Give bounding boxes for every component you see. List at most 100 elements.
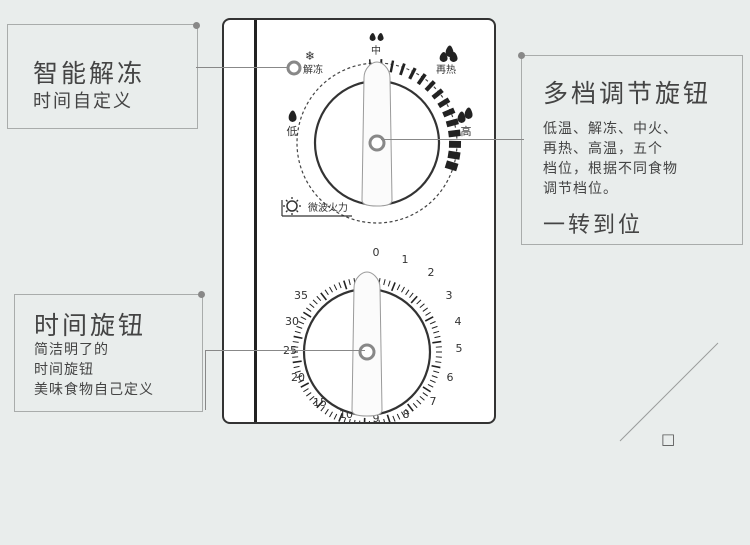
timer-tick-label: 35 xyxy=(294,289,308,302)
leader-line xyxy=(205,350,365,351)
power-knob-callout-footer: 一转到位 xyxy=(543,213,644,238)
panel-drawing: ❄ 解冻 中 再热 低 高 xyxy=(281,33,473,424)
timer-tick xyxy=(329,411,333,418)
timer-tick xyxy=(412,402,418,409)
timer-tick-label: 30 xyxy=(285,315,299,328)
timer-tick xyxy=(293,335,303,340)
power-level-bar xyxy=(424,80,436,92)
timer-tick xyxy=(405,289,410,296)
callout-dot xyxy=(518,52,525,59)
reheat-flame-icon xyxy=(439,45,458,62)
timer-tick xyxy=(298,379,305,383)
power-level-reheat: 再热 xyxy=(436,63,456,76)
timer-tick xyxy=(383,279,386,286)
timer-tick xyxy=(300,316,307,321)
defrost-callout-subtitle: 时间自定义 xyxy=(33,91,133,112)
timer-tick xyxy=(401,286,405,293)
timer-tick xyxy=(303,388,309,393)
timer-tick xyxy=(324,408,329,415)
timer-tick xyxy=(435,361,442,363)
timer-tick xyxy=(343,280,348,290)
timer-tick xyxy=(431,364,441,369)
timer-tick xyxy=(316,400,324,409)
defrost-callout-title: 智能解冻 xyxy=(33,59,146,88)
timer-callout-line-2: 时间旋钮 xyxy=(34,362,94,378)
timer-tick xyxy=(312,299,318,305)
timer-knob-center xyxy=(358,343,376,361)
timer-tick xyxy=(386,414,391,422)
timer-tick xyxy=(378,419,380,422)
decor-diagonal-line xyxy=(619,342,719,442)
timer-tick xyxy=(416,299,422,305)
power-level-bar xyxy=(447,150,461,160)
timer-tick xyxy=(302,311,312,318)
timer-tick xyxy=(309,395,315,401)
timer-tick xyxy=(396,284,401,291)
power-level-bar xyxy=(408,67,417,80)
timer-tick xyxy=(422,386,432,393)
timer-tick-label: 5 xyxy=(456,342,463,355)
timer-tick xyxy=(419,395,425,401)
power-knob-callout-line-1: 低温、解冻、中火、 xyxy=(543,121,678,137)
timer-tick xyxy=(306,307,312,312)
timer-callout-line-1: 简洁明了的 xyxy=(34,342,109,358)
decor-square: □ xyxy=(661,430,676,448)
power-level-bar xyxy=(448,129,461,138)
leader-line xyxy=(381,139,524,140)
timer-tick xyxy=(422,307,428,312)
timer-tick xyxy=(433,330,440,334)
power-level-bar xyxy=(389,60,395,73)
power-level-low: 低 xyxy=(287,125,298,138)
timer-tick xyxy=(338,282,342,289)
power-knob-callout-line-2: 再热、高温，五个 xyxy=(543,141,663,157)
timer-tick xyxy=(390,282,396,292)
power-level-bar xyxy=(437,97,451,109)
power-level-medium: 中 xyxy=(371,44,381,57)
timer-tick xyxy=(349,418,351,422)
power-level-bar xyxy=(416,73,427,86)
power-level-bar xyxy=(431,88,444,100)
timer-tick xyxy=(422,392,428,397)
timer-knob[interactable] xyxy=(302,271,432,417)
timer-tick-label: 9 xyxy=(373,412,380,424)
timer-tick xyxy=(401,411,405,418)
timer-tick xyxy=(419,303,425,309)
power-level-high: 高 xyxy=(461,124,472,138)
timer-tick xyxy=(292,360,302,364)
power-knob-callout xyxy=(521,55,743,245)
timer-tick xyxy=(434,335,441,339)
timer-tick xyxy=(431,325,438,329)
power-level-bar xyxy=(444,160,459,172)
timer-tick-label: 15 xyxy=(313,396,327,409)
timer-tick xyxy=(416,399,422,405)
timer-tick xyxy=(316,295,322,302)
timer-tick xyxy=(424,316,434,322)
callout-dot xyxy=(193,22,200,29)
timer-tick xyxy=(329,286,333,293)
timer-tick xyxy=(338,412,344,422)
timer-tick xyxy=(432,340,442,344)
power-knob[interactable] xyxy=(313,61,441,207)
timer-tick-label: 4 xyxy=(455,315,462,328)
timer-tick xyxy=(410,295,418,304)
timer-tick xyxy=(333,284,338,291)
timer-tick-label: 7 xyxy=(430,395,437,408)
power-knob-callout-line-3: 档位，根据不同食物 xyxy=(543,161,678,177)
timer-callout xyxy=(14,294,203,412)
power-level-bar xyxy=(399,63,406,76)
timer-tick xyxy=(409,292,414,298)
sun-icon xyxy=(281,197,352,217)
power-knob-callout-line-4: 调节档位。 xyxy=(543,181,618,197)
timer-tick xyxy=(296,325,303,329)
power-level-bar xyxy=(442,107,456,118)
timer-callout-line-3: 美味食物自己定义 xyxy=(34,382,154,398)
timer-tick xyxy=(320,406,325,412)
timer-callout-title: 时间旋钮 xyxy=(34,311,147,340)
timer-tick-label: 8 xyxy=(403,408,410,421)
timer-tick xyxy=(306,392,312,397)
timer-tick xyxy=(294,330,301,334)
timer-tick xyxy=(392,415,396,422)
timer-tick xyxy=(373,420,375,422)
timer-tick xyxy=(296,375,303,379)
callout-dot xyxy=(198,291,205,298)
